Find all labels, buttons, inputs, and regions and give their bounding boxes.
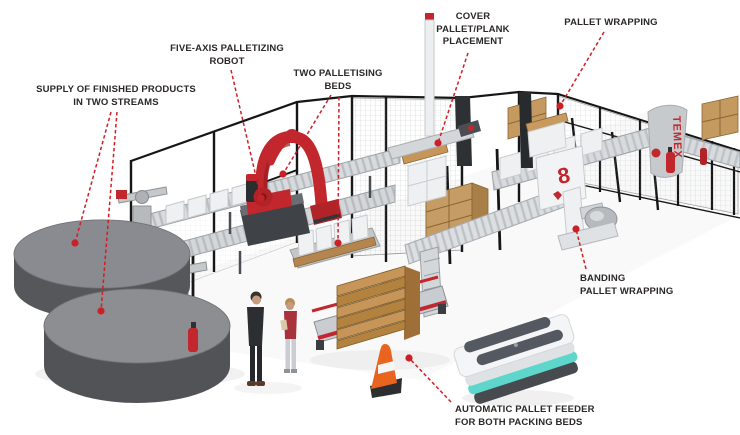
leader-dot-supply-two-streams [97, 307, 105, 315]
banding-machine [557, 186, 619, 251]
product-totes-left [165, 182, 251, 225]
cover-pallet-buffer [401, 143, 449, 207]
wrapper-figure-eight: 8 [556, 162, 572, 189]
leader-dot-five-axis-palletizing-robot [257, 194, 265, 202]
leader-line-two-palletising-beds [337, 96, 340, 244]
cover-plank-placement-unit [387, 13, 481, 166]
pallet-stack [336, 265, 420, 350]
palletizing-robot [240, 129, 342, 246]
temex-banner-text: TEMEX [670, 116, 683, 159]
leader-line-automatic-pallet-feeder [408, 357, 452, 403]
traffic-cone [370, 344, 402, 398]
leader-line-supply-two-streams [100, 111, 118, 312]
leader-dot-two-palletising-beds [334, 239, 342, 247]
leader-line-pallet-wrapping [559, 31, 605, 107]
leader-dot-two-palletising-beds [279, 170, 287, 178]
fire-extinguisher-left [188, 322, 198, 352]
leader-dot-pallet-wrapping [556, 102, 564, 110]
leader-lines [71, 31, 605, 403]
leader-dot-cover-pallet-plank-placement [434, 139, 442, 147]
leader-dot-supply-two-streams [71, 239, 79, 247]
leader-line-cover-pallet-plank-placement [437, 52, 469, 144]
leader-line-banding-pallet-wrapping [575, 228, 587, 270]
person-man [247, 291, 265, 386]
leader-dot-banding-pallet-wrapping [572, 225, 580, 233]
person-woman [280, 298, 297, 373]
temex-banner: TEMEX [647, 104, 707, 178]
leader-line-five-axis-palletizing-robot [230, 69, 262, 199]
palletising-bed-products [289, 214, 381, 269]
leader-line-supply-two-streams [74, 111, 112, 244]
agv-robot [453, 314, 578, 404]
leader-dot-automatic-pallet-feeder [405, 354, 413, 362]
supply-drum-lower [43, 288, 231, 403]
leader-line-two-palletising-beds [282, 94, 332, 175]
